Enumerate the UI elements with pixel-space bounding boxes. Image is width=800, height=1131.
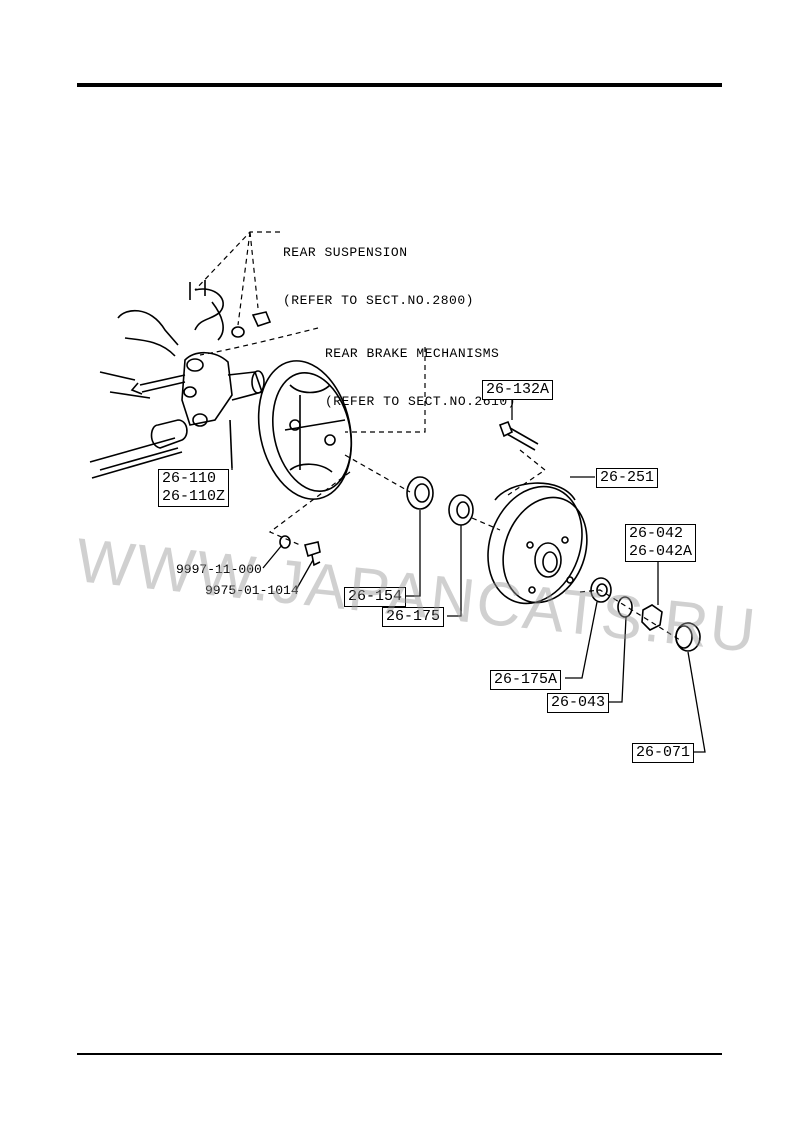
thrust-washer [617,596,633,618]
part-label-plug-bolt[interactable]: 9975-01-1014 [205,583,299,598]
part-label-drum[interactable]: 26-251 [596,468,659,488]
part-number-nut-a: 26-042 [629,525,684,542]
brake-drum [487,482,588,605]
part-label-knuckle[interactable]: 26-110 26-110Z [158,469,230,507]
rear-brake-note: REAR BRAKE MECHANISMS (REFER TO SECT.NO.… [325,314,516,426]
part-label-hub-bolt[interactable]: 26-132A [482,380,554,400]
rear-suspension-title: REAR SUSPENSION [283,245,408,260]
rear-suspension-note: REAR SUSPENSION (REFER TO SECT.NO.2800) [283,213,474,325]
part-number-knuckle-a: 26-110 [162,470,217,487]
part-label-cap[interactable]: 26-071 [632,743,695,763]
bottom-rule [77,1053,722,1055]
part-number-knuckle-b: 26-110Z [162,488,226,505]
part-label-nut[interactable]: 26-042 26-042A [625,524,697,562]
knuckle-assembly [130,351,265,469]
plug-bolt [304,541,321,567]
part-label-washer[interactable]: 26-043 [547,693,610,713]
inner-bearing [448,494,474,526]
part-label-outer-bearing[interactable]: 26-175A [490,670,562,690]
outer-bearing [590,577,612,603]
suspension-fasteners [231,311,272,338]
part-label-inner-bearing[interactable]: 26-175 [382,607,445,627]
rear-brake-title: REAR BRAKE MECHANISMS [325,346,500,361]
part-label-plug-washer[interactable]: 9997-11-000 [176,562,262,577]
leader-lines [231,398,706,753]
part-label-inner-seal[interactable]: 26-154 [344,587,407,607]
top-rule [77,83,722,87]
chassis-frame [89,280,224,479]
part-number-nut-b: 26-042A [629,543,693,560]
reference-lines [194,231,681,641]
rear-suspension-ref: (REFER TO SECT.NO.2800) [283,293,474,308]
inner-seal [406,476,434,510]
plug-washer [279,535,291,549]
hub-bolt [498,420,539,451]
lock-nut [641,604,663,631]
